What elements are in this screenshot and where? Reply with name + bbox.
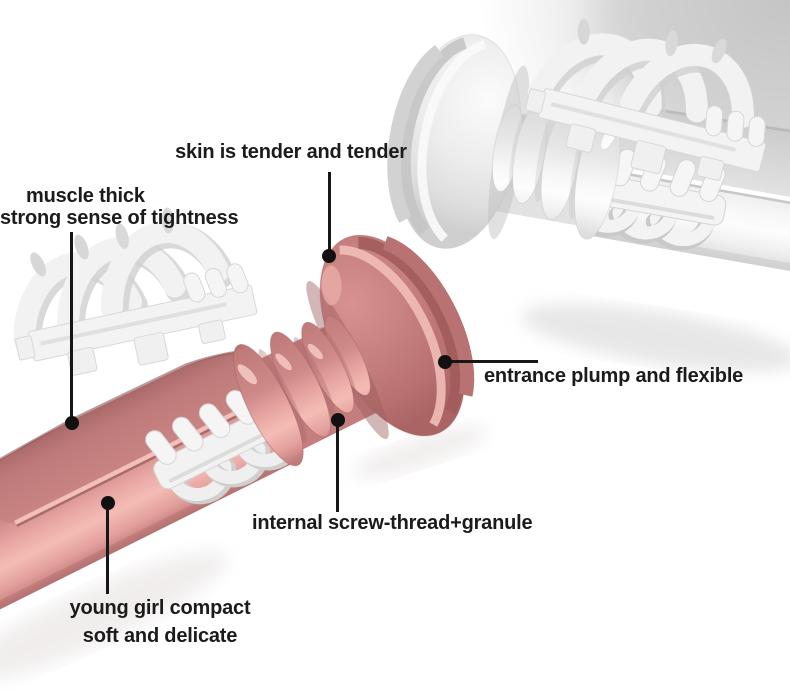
anchor-dot-skin [322,249,336,263]
white-arc-ribs [527,18,758,135]
callout-label-skin: skin is tender and tender [170,141,412,163]
white-sleeve-render [387,18,790,297]
callout-text: skin is tender and tender [175,141,407,163]
white-plate-teeth [705,105,766,148]
anchor-dot-entrance [438,355,452,369]
leader-line-entrance [448,360,538,363]
white-internal-coils [570,199,716,251]
white-rib-assembly [525,18,767,181]
callout-text-line1: young girl compact [69,597,251,619]
leader-line-young [106,507,109,594]
leader-line-internal [336,425,339,512]
pink-granule-strip [145,390,284,490]
callout-label-muscle: muscle thick strong sense of tightness [0,185,240,229]
anchor-dot-internal [331,413,345,427]
pink-internal-coils [169,425,305,505]
pink-plate-teeth [183,263,249,303]
pink-bellows [232,315,371,467]
pink-sleeve-body [0,234,475,620]
anchor-dot-muscle [65,416,79,430]
callout-label-young: young girl compact soft and delicate [62,594,258,650]
callout-text-line1: muscle thick [26,185,145,207]
callout-text: internal screw-thread+granule [252,512,533,534]
callout-label-entrance: entrance plump and flexible [484,365,743,387]
leader-line-muscle [70,232,73,418]
anchor-dot-young [101,496,115,510]
leader-line-skin [328,172,331,254]
callout-text-line2: strong sense of tightness [0,207,239,229]
callout-text: entrance plump and flexible [484,365,744,387]
callout-label-internal: internal screw-thread+granule [252,512,533,534]
callout-text-line2: soft and delicate [82,625,238,647]
